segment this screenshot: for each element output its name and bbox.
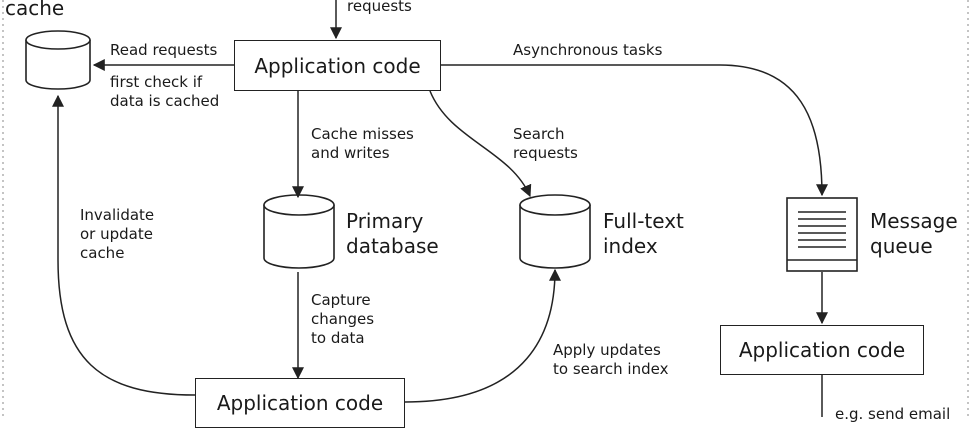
application-code-bottom-label: Application code (216, 391, 384, 415)
invalidate-cache-arrow (52, 94, 196, 396)
diagram-canvas (2, 0, 969, 417)
primary-database-label: Primary database (346, 209, 439, 258)
message-queue-icon (786, 197, 858, 272)
capture-changes-label: Capture changes to data (311, 291, 375, 347)
cache-title: cache (5, 0, 65, 20)
application-code-right-box: Application code (720, 325, 924, 375)
application-code-top-label: Application code (254, 53, 421, 78)
first-check-label: first check if data is cached (110, 73, 220, 110)
invalidate-cache-label: Invalidate or update cache (80, 206, 155, 262)
email-partial-label: e.g. send email (835, 405, 951, 423)
fulltext-index-cylinder (519, 194, 591, 269)
requests-label: requests (347, 0, 412, 15)
cache-cylinder (25, 30, 91, 90)
async-tasks-arrow (441, 64, 828, 197)
primary-database-cylinder (263, 194, 335, 269)
cache-misses-label: Cache misses and writes (311, 125, 414, 162)
read-requests-label: Read requests (110, 41, 218, 59)
message-queue-label: Message queue (870, 209, 958, 258)
application-code-bottom-box: Application code (195, 378, 405, 428)
async-tasks-label: Asynchronous tasks (513, 41, 663, 59)
fulltext-index-label: Full-text index (603, 209, 684, 258)
application-code-top-box: Application code (234, 40, 441, 91)
search-requests-arrow (429, 90, 532, 198)
application-code-right-label: Application code (738, 338, 906, 362)
apply-updates-label: Apply updates to search index (553, 341, 669, 378)
search-requests-label: Search requests (513, 125, 578, 162)
apply-updates-arrow (404, 268, 561, 403)
